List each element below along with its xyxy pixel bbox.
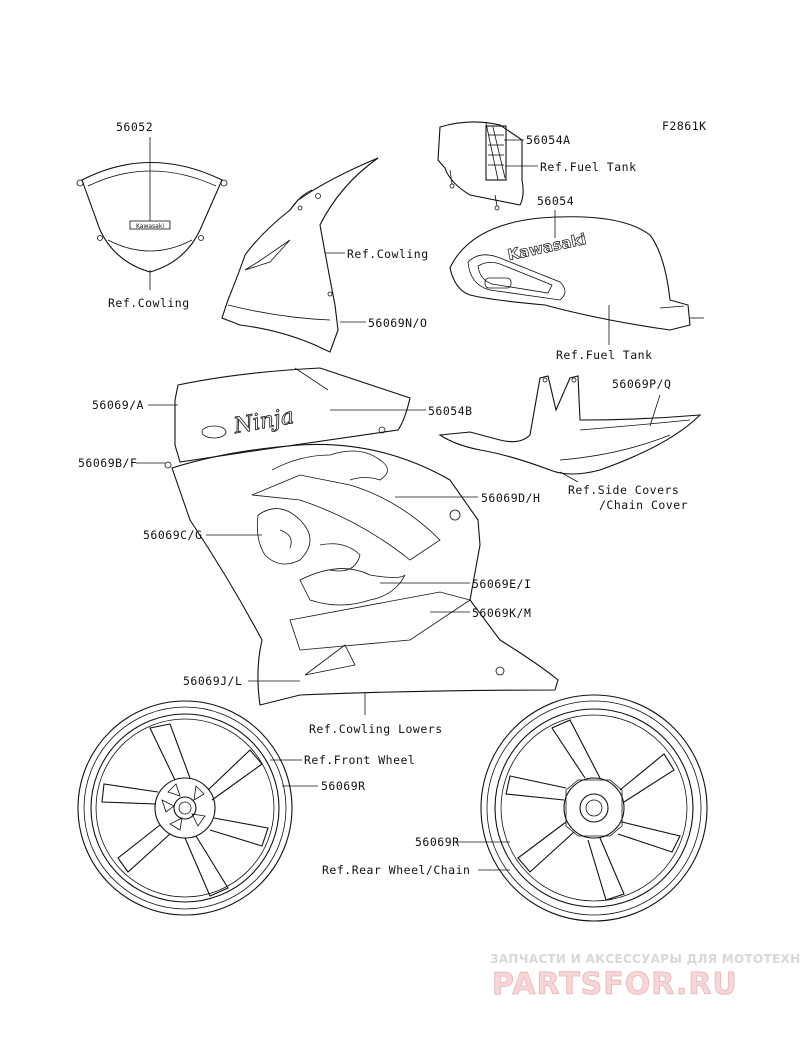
label-56069CG: 56069C/G [143, 528, 202, 542]
label-56069R-rear: 56069R [415, 835, 460, 849]
label-56069BF: 56069B/F [78, 456, 137, 470]
upper-cowling-part [221, 157, 379, 353]
label-ref-front-wheel: Ref.Front Wheel [304, 753, 415, 767]
label-56069DH: 56069D/H [481, 491, 540, 505]
ninja-decal-text: Ninja [231, 404, 296, 439]
side-fairing-part [171, 443, 559, 706]
label-56054B: 56054B [428, 404, 473, 418]
label-56069EI: 56069E/I [472, 577, 531, 591]
fuel-tank-top-part [437, 121, 524, 211]
label-ref-fuel-tank-lower: Ref.Fuel Tank [556, 348, 653, 362]
label-56052: 56052 [116, 120, 153, 134]
label-chain-cover: /Chain Cover [599, 498, 688, 512]
figure-code: F2861K [662, 119, 707, 133]
label-ref-fuel-tank-upper: Ref.Fuel Tank [540, 160, 637, 174]
label-ref-rear-wheel: Ref.Rear Wheel/Chain [322, 863, 470, 877]
watermark-caption: ЗАПЧАСТИ И АКСЕССУАРЫ ДЛЯ МОТОТЕХНИКИ [490, 952, 800, 966]
label-56069JL: 56069J/L [183, 674, 242, 688]
label-ref-cowling-lowers: Ref.Cowling Lowers [309, 722, 443, 736]
label-ref-cowling-windshield: Ref.Cowling [108, 296, 190, 310]
label-56069A: 56069/A [92, 398, 144, 412]
windshield-decal-text: Kawasaki [136, 223, 164, 230]
label-56054: 56054 [537, 194, 574, 208]
watermark-brand: PARTSFOR.RU [492, 967, 738, 1002]
label-ref-cowling-upper: Ref.Cowling [347, 247, 429, 261]
label-56069R-front: 56069R [321, 779, 366, 793]
tank-decal-text: Kawasaki [506, 230, 588, 264]
label-56069PQ: 56069P/Q [612, 377, 671, 391]
front-wheel-part [77, 700, 293, 916]
rear-wheel-part [480, 694, 708, 922]
label-56069NO: 56069N/O [368, 316, 427, 330]
middle-fairing-part: Ninja [174, 367, 411, 463]
label-ref-side-covers: Ref.Side Covers [568, 483, 679, 497]
label-56054A: 56054A [526, 133, 571, 147]
fuel-tank-part: Kawasaki [449, 216, 704, 331]
label-56069KM: 56069K/M [472, 606, 531, 620]
windshield-part: Kawasaki [76, 162, 228, 273]
side-cover-part [438, 375, 702, 475]
